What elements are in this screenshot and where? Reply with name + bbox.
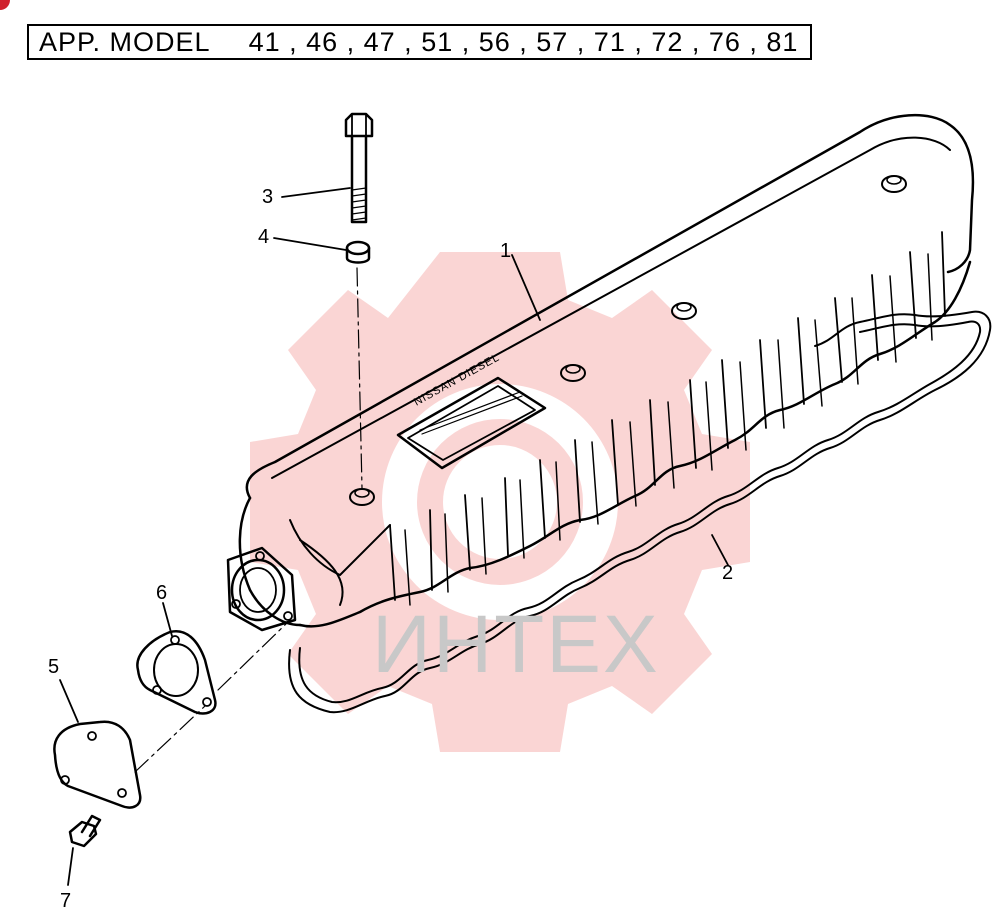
app-model-list: 41 , 46 , 47 , 51 , 56 , 57 , 71 , 72 , … bbox=[248, 26, 799, 57]
watermark-gear-hole bbox=[382, 384, 618, 620]
part-2-gasket bbox=[288, 310, 992, 714]
callout-3: 3 bbox=[262, 186, 274, 208]
part-1-rocker-cover bbox=[226, 113, 975, 632]
callout-7: 7 bbox=[60, 890, 72, 912]
corner-badge bbox=[0, 0, 10, 10]
callout-2: 2 bbox=[722, 562, 734, 584]
part-6-flange-gasket bbox=[136, 602, 217, 715]
callout-6: 6 bbox=[156, 582, 168, 604]
part-5-end-cover bbox=[53, 621, 289, 809]
part-4-washer bbox=[273, 237, 371, 489]
watermark-inner-ring bbox=[417, 419, 583, 585]
nameplate-lettering bbox=[419, 391, 523, 435]
callout-1: 1 bbox=[500, 240, 512, 262]
part-7-plug-bolt bbox=[67, 814, 102, 886]
app-model-label: APP. MODEL bbox=[39, 26, 211, 57]
watermark-text: ИНТЕХ bbox=[372, 599, 660, 690]
part-3-bolt bbox=[281, 112, 374, 224]
applicable-model-header: APP. MODEL 41 , 46 , 47 , 51 , 56 , 57 ,… bbox=[27, 24, 812, 60]
callout-4: 4 bbox=[258, 226, 270, 248]
callout-5: 5 bbox=[48, 656, 60, 678]
